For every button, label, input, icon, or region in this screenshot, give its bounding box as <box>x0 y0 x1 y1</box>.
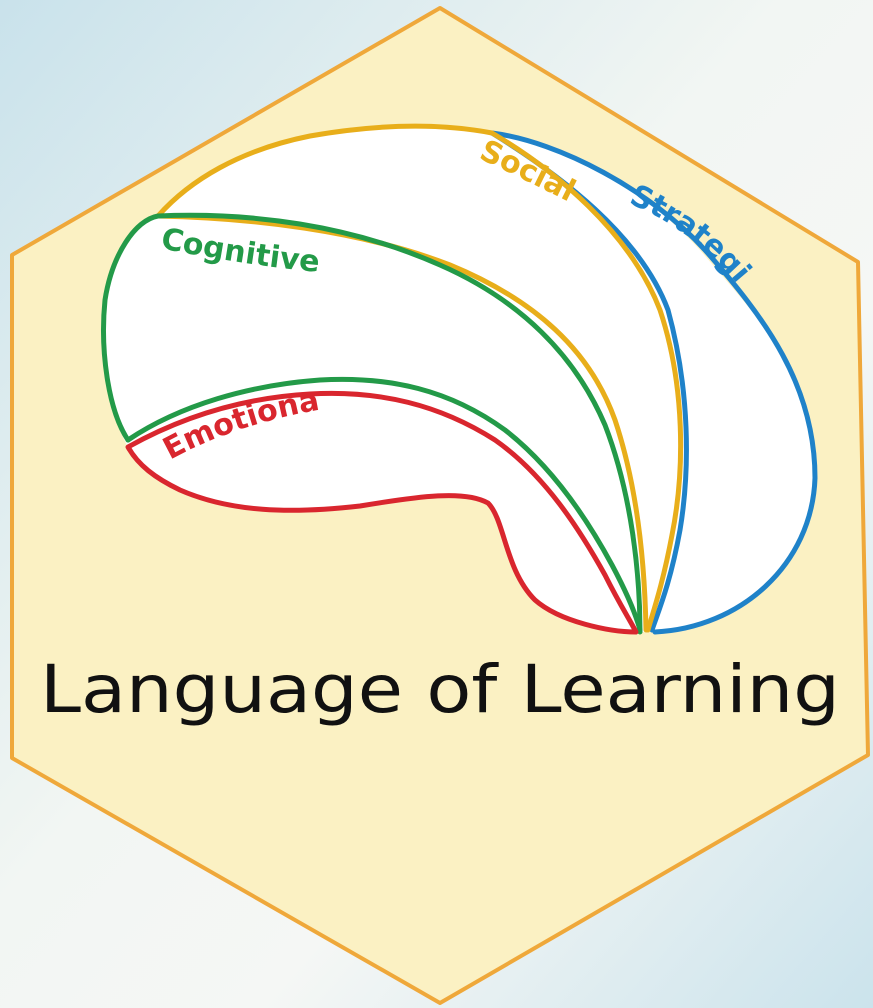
social-inner-line <box>155 213 649 633</box>
brain-shape <box>101 123 818 635</box>
emotional-line <box>125 390 639 635</box>
cognitive-inner-line <box>125 376 643 633</box>
logo-title: Language of Learning <box>40 651 840 728</box>
social-line <box>155 123 684 633</box>
cognitive-line <box>101 212 643 635</box>
strategic-line <box>489 130 818 635</box>
